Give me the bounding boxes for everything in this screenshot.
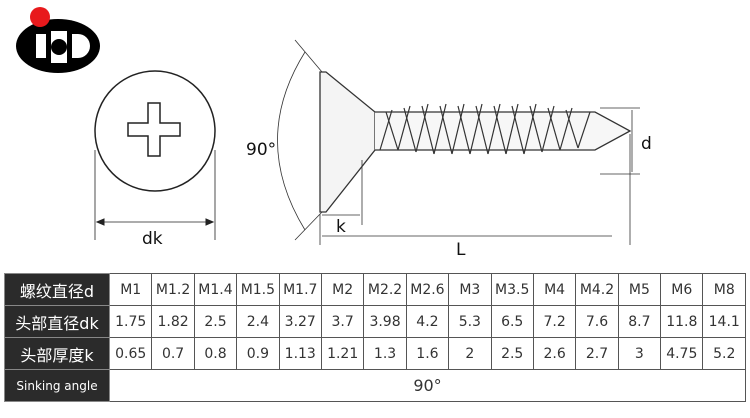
table-cell: 4.2 — [405, 305, 450, 338]
table-cell: 8.7 — [617, 305, 662, 338]
table-cell: 3.27 — [278, 305, 322, 338]
row-header: 头部直径dk — [4, 305, 110, 338]
table-cell: M8 — [702, 273, 746, 306]
table-cell: M1.5 — [236, 273, 280, 306]
table-cell: M2.2 — [363, 273, 407, 306]
table-cell: 11.8 — [660, 305, 704, 338]
table-cell: 3.7 — [320, 305, 365, 338]
row-header: Sinking angle — [4, 369, 110, 402]
brand-logo — [16, 7, 100, 73]
table-cell: 5.2 — [702, 337, 746, 370]
table-cell: M1.2 — [151, 273, 195, 306]
table-cell: 5.3 — [448, 305, 492, 338]
table-cell: 0.7 — [151, 337, 195, 370]
table-cell: 3.98 — [363, 305, 407, 338]
head-top-view — [94, 70, 216, 240]
dk-label: dk — [142, 229, 163, 249]
k-label: k — [336, 217, 346, 237]
table-cell: 2 — [448, 337, 492, 370]
table-cell: 2.7 — [575, 337, 619, 370]
table-cell: 6.5 — [490, 305, 534, 338]
table-cell: 2.5 — [490, 337, 534, 370]
table-cell: M4 — [532, 273, 577, 306]
table-cell: 2.6 — [532, 337, 577, 370]
table-cell: 1.13 — [278, 337, 322, 370]
table-cell: M1 — [108, 273, 153, 306]
d-label: d — [641, 134, 652, 154]
angle-label: 90° — [246, 140, 276, 160]
table-cell: 0.8 — [193, 337, 238, 370]
table-cell: M6 — [660, 273, 704, 306]
table-cell: M3.5 — [490, 273, 534, 306]
table-cell: 1.21 — [320, 337, 365, 370]
table-row-angle: Sinking angle 90° — [4, 369, 746, 402]
phillips-recess — [127, 102, 181, 157]
screw-drawing: dk 90° d k L — [94, 39, 652, 260]
row-header: 头部厚度k — [4, 337, 110, 370]
table-cell: 4.75 — [660, 337, 704, 370]
table-cell: 1.82 — [151, 305, 195, 338]
table-cell: M2 — [320, 273, 365, 306]
table-cell: 0.9 — [236, 337, 280, 370]
table-cell: 7.6 — [575, 305, 619, 338]
table-cell: M3 — [448, 273, 492, 306]
row-header: 螺纹直径d — [4, 273, 110, 306]
screw-side-view — [277, 39, 640, 245]
table-cell: M5 — [617, 273, 662, 306]
table-cell: 14.1 — [702, 305, 746, 338]
table-cell: 2.4 — [236, 305, 280, 338]
table-cell: 1.6 — [405, 337, 450, 370]
table-cell: 7.2 — [532, 305, 577, 338]
sinking-angle-value: 90° — [109, 369, 746, 402]
table-cell: 3 — [617, 337, 662, 370]
table-cell: M1.7 — [278, 273, 322, 306]
table-cell: 1.75 — [108, 305, 153, 338]
table-cell: M2.6 — [405, 273, 450, 306]
table-cell: M4.2 — [575, 273, 619, 306]
L-label: L — [456, 240, 466, 260]
table-cell: 0.65 — [108, 337, 153, 370]
table-cell: 1.3 — [363, 337, 407, 370]
table-cell: M1.4 — [193, 273, 238, 306]
table-cell: 2.5 — [193, 305, 238, 338]
